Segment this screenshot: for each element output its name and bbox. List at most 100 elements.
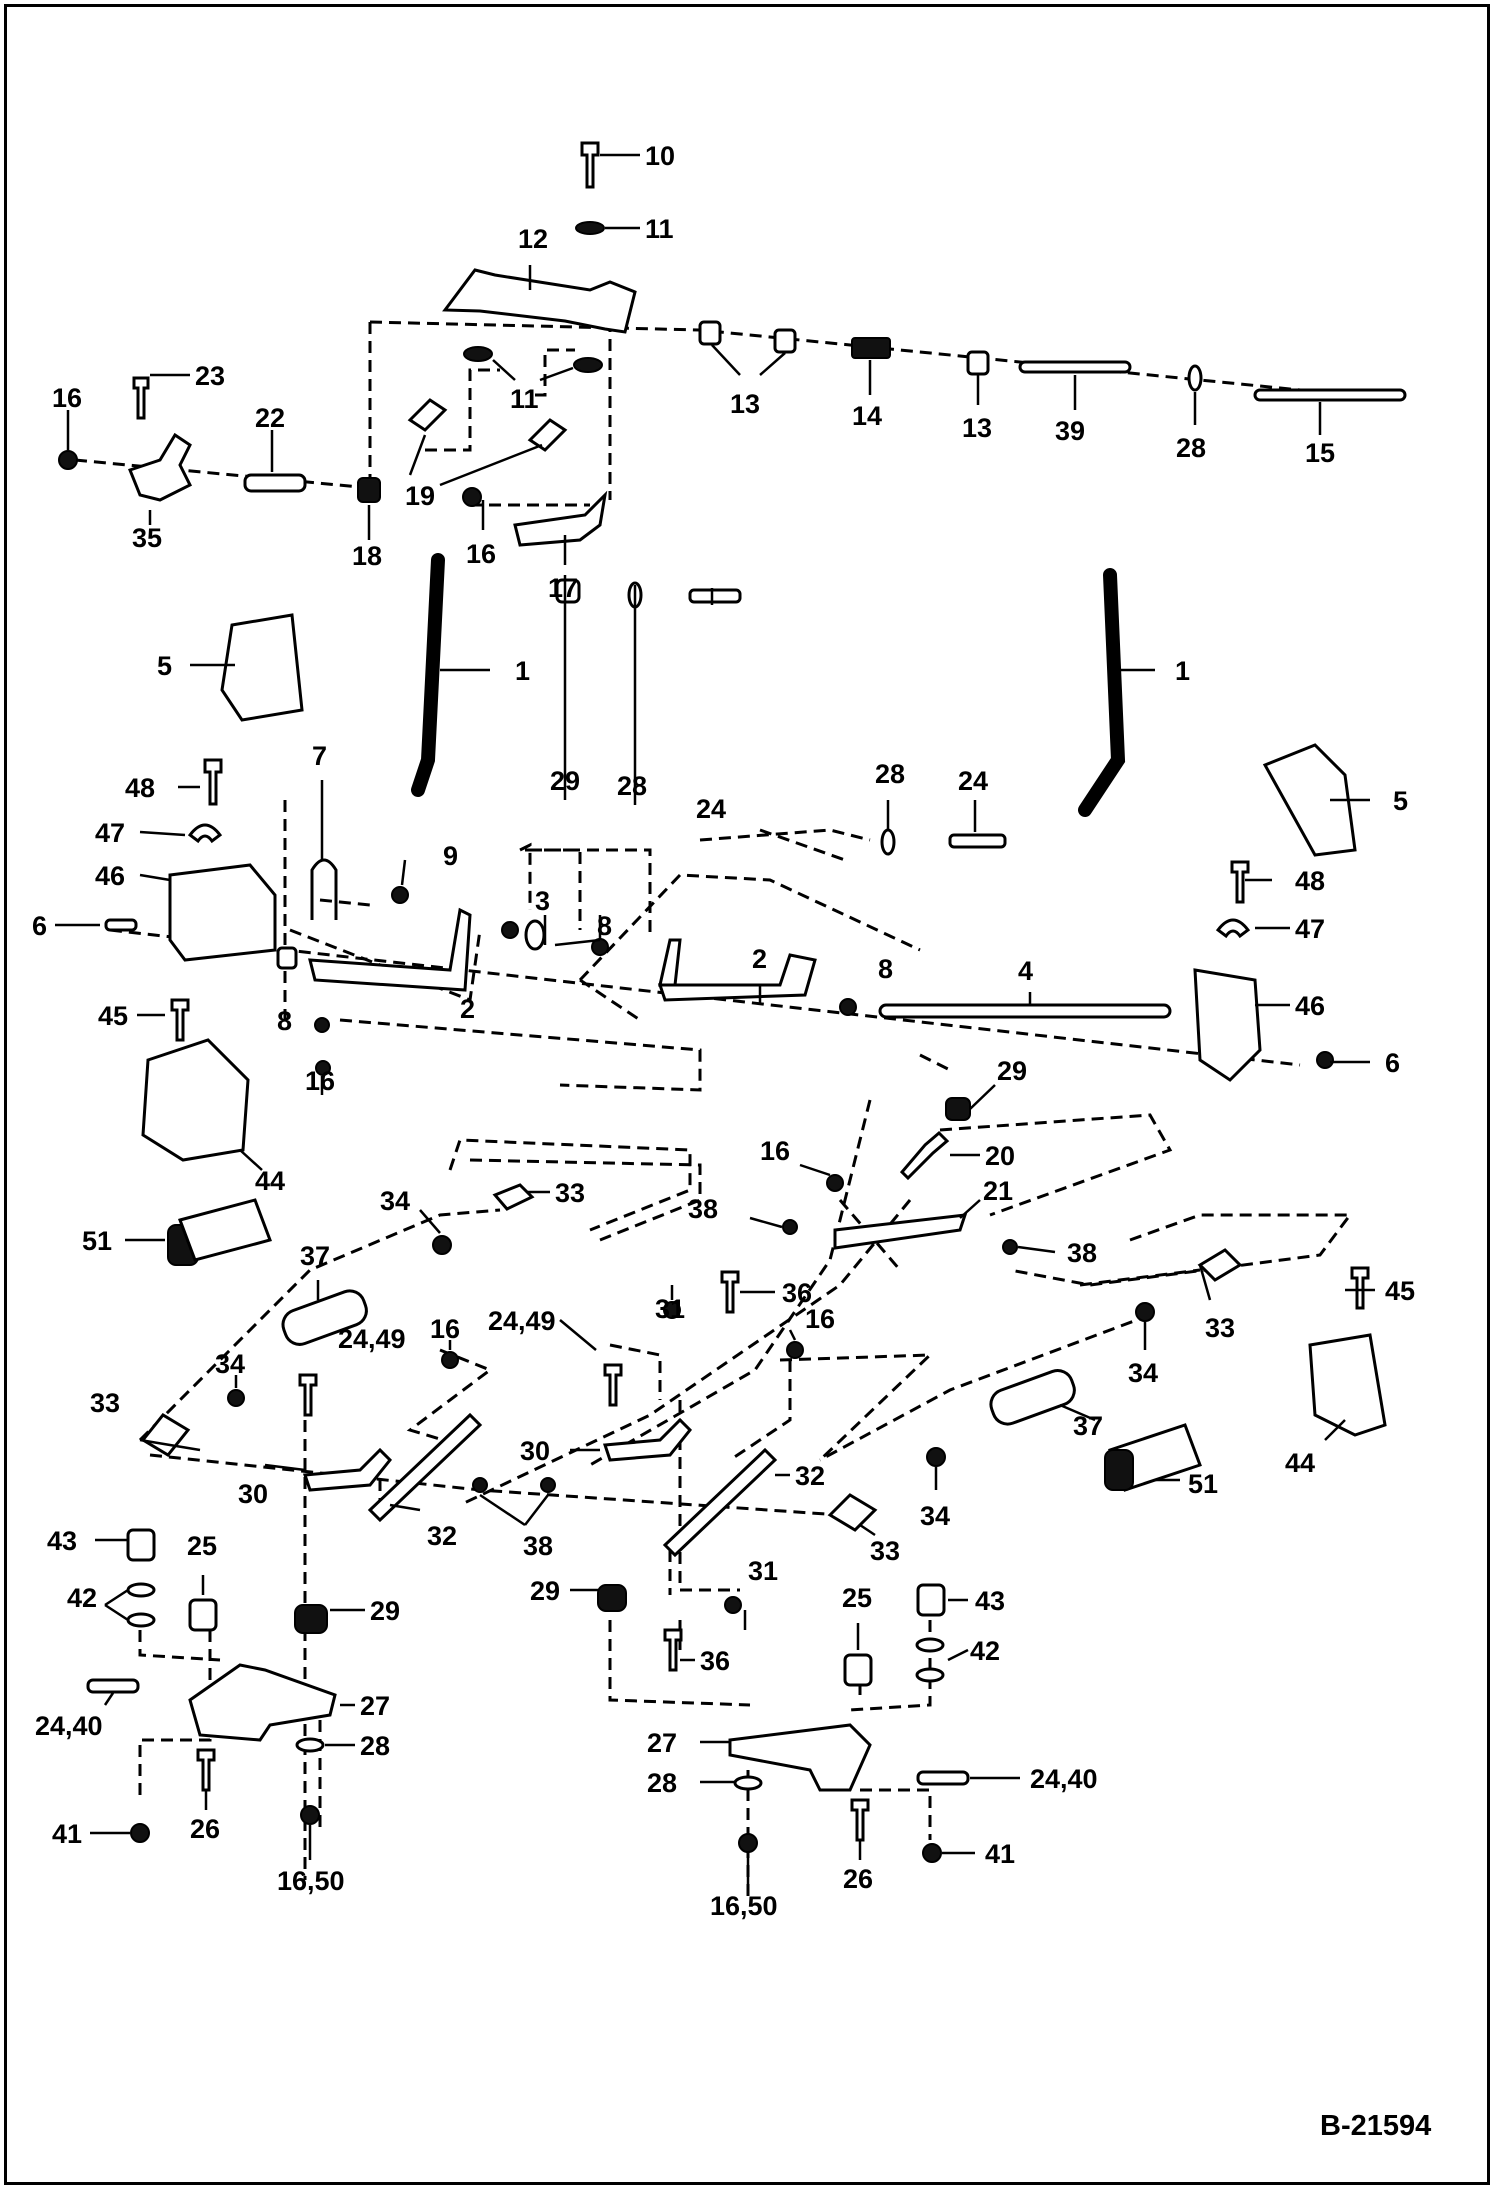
callout-labels: 10 11 12 11 13 14 13 39 28 15 23 16 22 3… bbox=[32, 141, 1415, 1921]
callout-label: 5 bbox=[1393, 786, 1408, 816]
bolt-part bbox=[899, 1130, 950, 1181]
callout-label: 45 bbox=[1385, 1276, 1415, 1306]
washer-part bbox=[733, 1775, 763, 1791]
callout-label: 1 bbox=[515, 656, 530, 686]
leader-line bbox=[1324, 1419, 1346, 1441]
nut-part bbox=[1135, 1302, 1155, 1322]
assembly-line bbox=[579, 978, 641, 1022]
lever-handle-part bbox=[411, 553, 445, 797]
pad-part bbox=[188, 1598, 218, 1632]
callout-label: 22 bbox=[255, 403, 285, 433]
link-part bbox=[833, 1213, 968, 1250]
nut-part bbox=[926, 1447, 946, 1467]
clevis-part bbox=[140, 1413, 191, 1457]
callout-label: 35 bbox=[132, 523, 162, 553]
plate-part bbox=[513, 490, 608, 547]
callout-label: 3 bbox=[535, 886, 550, 916]
callout-label: 39 bbox=[1055, 416, 1085, 446]
bushing-part bbox=[276, 946, 298, 970]
slotted-link-part bbox=[367, 1412, 483, 1523]
pad-part bbox=[916, 1583, 946, 1617]
callout-label: 45 bbox=[98, 1001, 128, 1031]
leader-line bbox=[104, 1603, 129, 1622]
callout-label: 36 bbox=[782, 1278, 812, 1308]
rod-part bbox=[1253, 388, 1407, 402]
nut-part bbox=[922, 1843, 942, 1863]
nut-part bbox=[300, 1805, 320, 1825]
bracket-part bbox=[442, 268, 637, 334]
spring-part bbox=[851, 337, 891, 359]
bushing-part bbox=[597, 1584, 627, 1612]
assembly-line bbox=[1079, 1268, 1201, 1287]
callout-label: 34 bbox=[215, 1349, 245, 1379]
callout-label: 33 bbox=[1205, 1313, 1235, 1343]
callout-label: 48 bbox=[1295, 866, 1325, 896]
nut-part bbox=[432, 1235, 452, 1255]
lever-arm-part bbox=[657, 953, 817, 1002]
callout-label: 32 bbox=[427, 1521, 457, 1551]
leader-line bbox=[239, 1149, 263, 1171]
leader-line bbox=[788, 1329, 797, 1341]
nut-part bbox=[315, 1060, 331, 1076]
callout-label: 2 bbox=[752, 944, 767, 974]
callout-label: 37 bbox=[300, 1241, 330, 1271]
assembly-line bbox=[425, 368, 500, 452]
callout-label: 28 bbox=[647, 1768, 677, 1798]
bolt-part bbox=[850, 1798, 870, 1842]
washer-part bbox=[524, 919, 546, 951]
leader-line bbox=[969, 1084, 996, 1110]
assembly-line bbox=[406, 1348, 494, 1447]
assembly-line bbox=[609, 1343, 662, 1400]
callout-label: 10 bbox=[645, 141, 675, 171]
nut-part bbox=[58, 450, 78, 470]
nut-part bbox=[130, 1823, 150, 1843]
pin-part bbox=[243, 473, 307, 493]
nut-part bbox=[540, 1477, 556, 1493]
nut-part bbox=[1316, 1051, 1334, 1069]
lever-arm-part bbox=[308, 907, 472, 992]
callout-label: 16,50 bbox=[710, 1891, 778, 1921]
callout-label: 16 bbox=[805, 1304, 835, 1334]
callout-label: 33 bbox=[90, 1388, 120, 1418]
leader-line bbox=[479, 1493, 526, 1527]
callout-label: 25 bbox=[187, 1531, 217, 1561]
callout-label: 14 bbox=[852, 401, 882, 431]
leader-line bbox=[264, 1463, 306, 1472]
rod-part bbox=[1018, 360, 1132, 374]
clevis-part bbox=[128, 432, 193, 502]
bolt-part bbox=[132, 376, 150, 420]
callout-label: 30 bbox=[520, 1436, 550, 1466]
callout-label: 7 bbox=[312, 741, 327, 771]
bolt-part bbox=[948, 833, 1007, 849]
callout-label: 48 bbox=[125, 773, 155, 803]
callout-label: 12 bbox=[518, 224, 548, 254]
leader-line bbox=[103, 1692, 115, 1706]
bushing-part bbox=[966, 350, 990, 376]
leader-line bbox=[554, 938, 601, 947]
nut-part bbox=[663, 1301, 681, 1319]
assembly-line bbox=[729, 1360, 792, 1462]
bushing-part bbox=[294, 1604, 328, 1634]
assembly-line bbox=[74, 458, 371, 490]
assembly-line bbox=[535, 348, 575, 397]
bolt-part bbox=[580, 141, 600, 189]
callout-label: 20 bbox=[985, 1141, 1015, 1171]
leader-line bbox=[759, 352, 786, 376]
callout-label: 1 bbox=[1175, 656, 1190, 686]
cover-plate-part bbox=[220, 613, 304, 722]
bolt-part bbox=[603, 1363, 623, 1407]
bolt-part bbox=[663, 1628, 683, 1672]
callout-label: 27 bbox=[360, 1691, 390, 1721]
bolt-part bbox=[298, 1373, 318, 1417]
washer-part bbox=[573, 357, 603, 373]
callout-label: 17 bbox=[548, 573, 578, 603]
nut-part bbox=[472, 1477, 488, 1493]
assembly-line bbox=[589, 1099, 872, 1467]
pad-part bbox=[126, 1528, 156, 1562]
callout-label: 8 bbox=[878, 954, 893, 984]
callout-label: 31 bbox=[748, 1556, 778, 1586]
leader-line bbox=[959, 1199, 981, 1219]
clevis-part bbox=[492, 1183, 535, 1211]
callout-label: 29 bbox=[530, 1576, 560, 1606]
leader-line bbox=[799, 1163, 831, 1177]
